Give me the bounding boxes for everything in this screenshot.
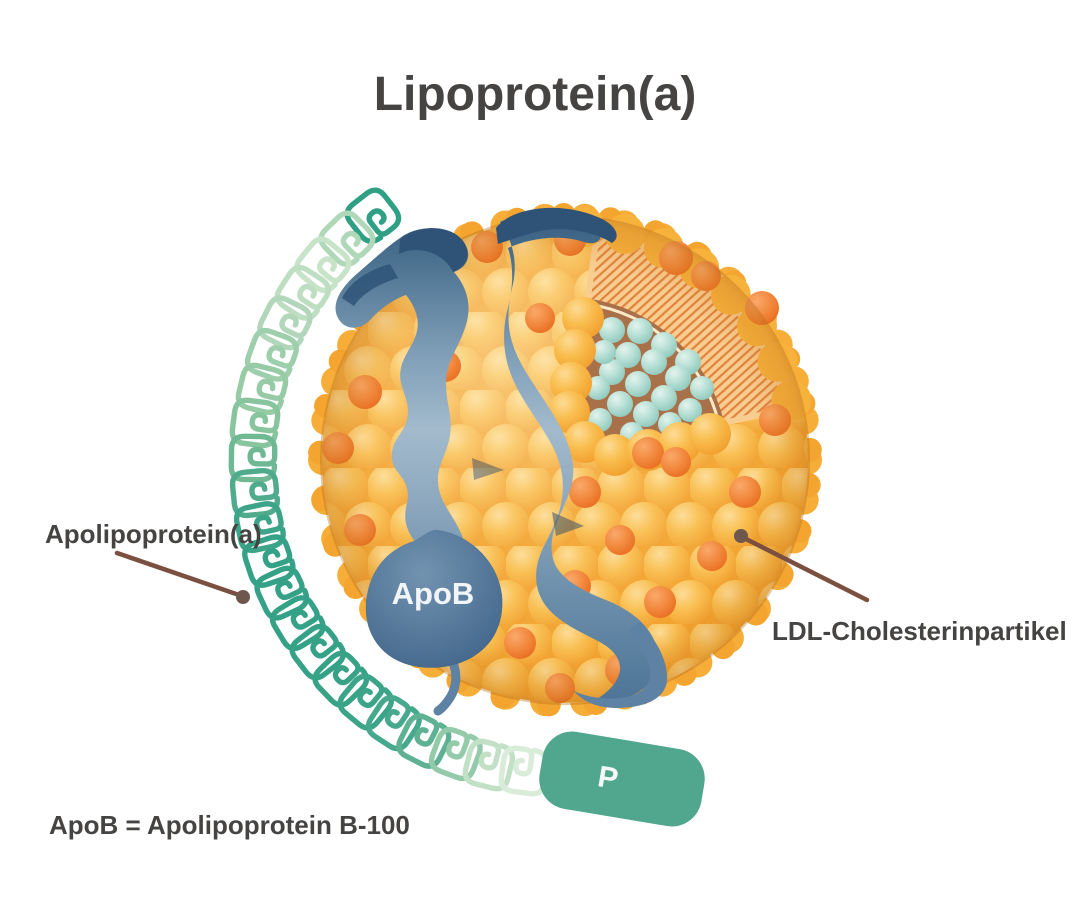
apob-tail <box>433 655 461 716</box>
ribbon-strand-left <box>335 228 469 582</box>
pointer-ldl-particle <box>734 529 870 603</box>
pointer-line <box>114 550 245 599</box>
apob-ribbon <box>335 207 668 708</box>
diagram-title: Lipoprotein(a) <box>374 68 697 121</box>
pointer-apolipoprotein-a <box>114 550 250 604</box>
label-ldl-cholesterinpartikel: LDL-Cholesterinpartikel <box>772 616 1067 646</box>
protease-badge-shape <box>539 731 705 827</box>
ribbon-top-arch-left <box>399 228 468 272</box>
pointer-dot <box>734 529 748 543</box>
kringle-domain <box>463 739 515 791</box>
apob-blob: ApoB <box>365 529 503 716</box>
apob-label: ApoB <box>392 576 475 611</box>
kringle-domain <box>244 327 299 382</box>
footnote-apob: ApoB = Apolipoprotein B-100 <box>49 810 410 840</box>
label-apolipoprotein-a: Apolipoprotein(a) <box>45 519 262 549</box>
ribbon-twist-accent-2 <box>472 458 504 480</box>
apob-blob-shape <box>365 529 503 668</box>
ribbon-top-arch-right <box>496 207 617 244</box>
ribbon-hook-shadow <box>342 264 398 306</box>
kringle-domain <box>236 363 288 415</box>
pointer-line <box>741 535 870 603</box>
protease-domain-badge: P <box>539 731 705 827</box>
ribbon-tail-hook <box>574 622 668 708</box>
ribbon-twist-accent-1 <box>552 512 584 536</box>
ribbon-strand-right <box>500 215 659 703</box>
pointer-dot <box>236 590 250 604</box>
